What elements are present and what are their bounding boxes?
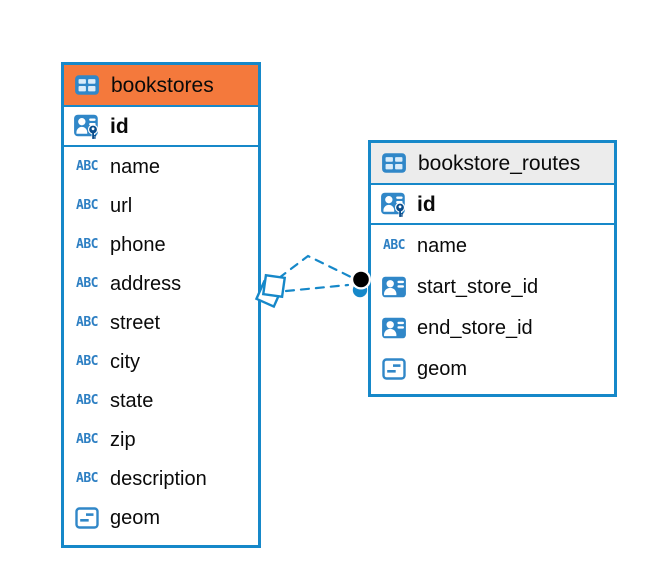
table-icon: [379, 150, 409, 176]
column-row-zip[interactable]: ABC zip: [64, 420, 258, 459]
text-type-icon: ABC: [76, 471, 98, 486]
column-name: zip: [110, 428, 136, 451]
text-type-icon: ABC: [76, 159, 98, 174]
text-type-icon: ABC: [76, 198, 98, 213]
text-type-icon: ABC: [76, 393, 98, 408]
text-type-icon: ABC: [76, 432, 98, 447]
relation-line-lower[interactable]: [284, 283, 350, 293]
column-name: city: [110, 350, 140, 373]
column-row-phone[interactable]: ABC phone: [64, 225, 258, 264]
pk-column-row[interactable]: id: [64, 107, 258, 147]
relation-bookstores-to-bookstore-routes[interactable]: [254, 254, 371, 309]
column-name: geom: [417, 357, 468, 380]
column-name-id: id: [110, 114, 129, 138]
foreign-key-user-icon: [379, 315, 409, 341]
column-row-end-store-id[interactable]: end_store_id: [371, 307, 614, 348]
column-row-url[interactable]: ABC url: [64, 186, 258, 225]
column-row-start-store-id[interactable]: start_store_id: [371, 266, 614, 307]
column-row-city[interactable]: ABC city: [64, 342, 258, 381]
geometry-type-icon: [379, 357, 409, 380]
column-name-id: id: [417, 192, 436, 216]
foreign-key-user-icon: [379, 274, 409, 300]
relation-line-upper[interactable]: [277, 254, 353, 280]
table-icon: [72, 72, 102, 98]
column-row-geom[interactable]: geom: [64, 498, 258, 537]
column-name: state: [110, 389, 154, 412]
column-row-name[interactable]: ABC name: [371, 225, 614, 266]
column-name: end_store_id: [417, 316, 533, 339]
column-name: name: [110, 155, 161, 178]
column-row-state[interactable]: ABC state: [64, 381, 258, 420]
pk-column-row[interactable]: id: [371, 185, 614, 225]
table-header-bookstore-routes[interactable]: bookstore_routes: [371, 143, 614, 185]
text-type-icon: ABC: [76, 237, 98, 252]
table-title: bookstore_routes: [418, 151, 581, 175]
column-row-name[interactable]: ABC name: [64, 147, 258, 186]
column-row-address[interactable]: ABC address: [64, 264, 258, 303]
table-bookstores[interactable]: bookstores id: [61, 62, 261, 548]
primary-key-user-icon: [72, 112, 102, 140]
columns-list: ABC name start_store_id: [371, 225, 614, 391]
text-type-icon: ABC: [383, 238, 405, 253]
column-name: geom: [110, 506, 161, 529]
column-name: phone: [110, 233, 166, 256]
geometry-type-icon: [72, 506, 102, 529]
column-name: address: [110, 272, 182, 295]
table-header-bookstores[interactable]: bookstores: [64, 65, 258, 107]
column-row-street[interactable]: ABC street: [64, 303, 258, 342]
column-name: description: [110, 467, 207, 490]
column-name: street: [110, 311, 161, 334]
column-row-geom[interactable]: geom: [371, 348, 614, 389]
text-type-icon: ABC: [76, 276, 98, 291]
column-name: url: [110, 194, 133, 217]
columns-list: ABC name ABC url ABC phone ABC address A…: [64, 147, 258, 539]
text-type-icon: ABC: [76, 315, 98, 330]
table-bookstore-routes[interactable]: bookstore_routes id: [368, 140, 617, 397]
column-row-description[interactable]: ABC description: [64, 459, 258, 498]
table-title: bookstores: [111, 73, 214, 97]
column-name: start_store_id: [417, 275, 539, 298]
primary-key-user-icon: [379, 190, 409, 218]
text-type-icon: ABC: [76, 354, 98, 369]
column-name: name: [417, 234, 468, 257]
